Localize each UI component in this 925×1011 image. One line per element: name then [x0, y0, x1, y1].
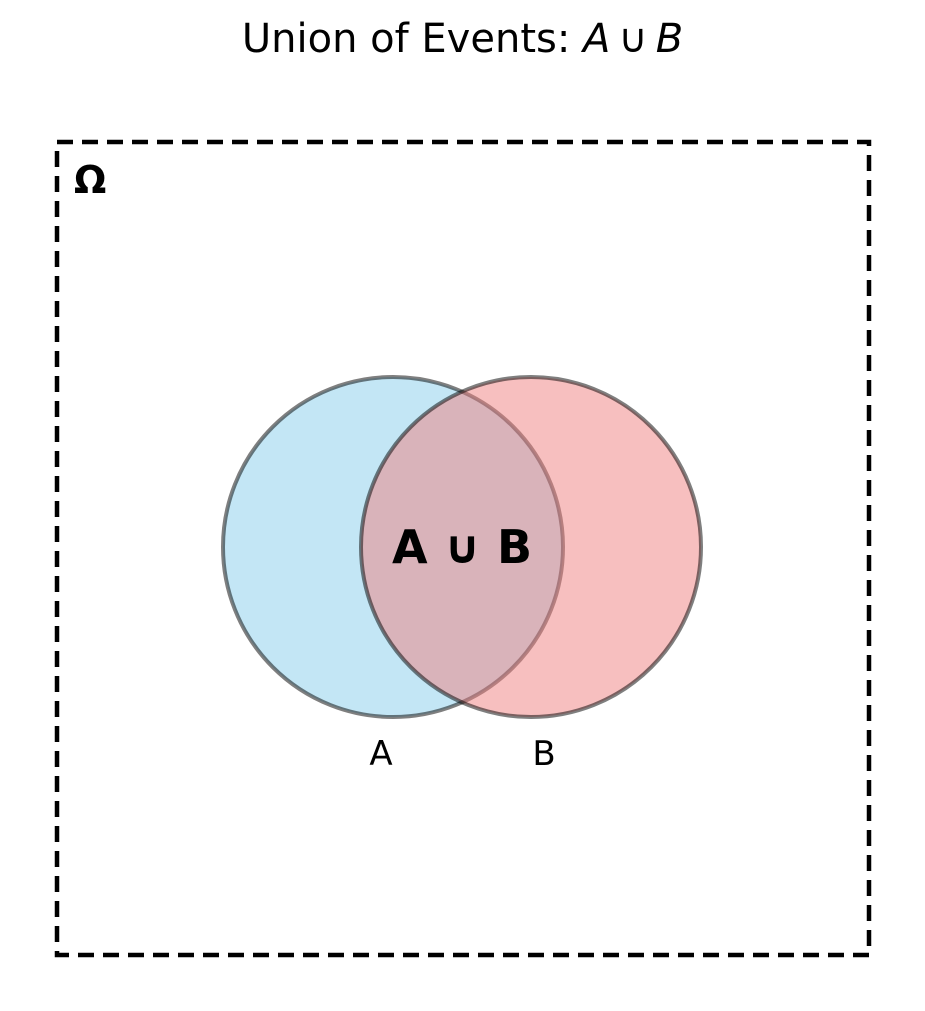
set-b-label: B [532, 734, 555, 774]
title-set-a: A [580, 16, 610, 62]
title-prefix: Union of Events: [242, 16, 583, 62]
union-region-label: A ∪ B [392, 520, 532, 574]
set-b-circle [359, 375, 703, 719]
title-union-symbol: ∪ [618, 16, 647, 62]
diagram-title: Union of Events: A∪B [242, 16, 683, 62]
set-a-label: A [369, 734, 392, 774]
sample-space-label: Ω [74, 158, 106, 202]
sample-space-border [54, 139, 872, 958]
title-set-b: B [656, 16, 683, 62]
